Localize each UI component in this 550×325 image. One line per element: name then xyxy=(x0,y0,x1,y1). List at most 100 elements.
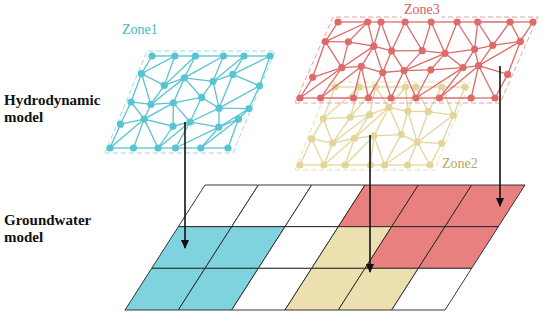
mesh-edge xyxy=(368,22,374,46)
mesh-edge xyxy=(408,142,418,165)
mesh-edge xyxy=(417,142,441,143)
mesh-node xyxy=(506,18,513,25)
mesh-node xyxy=(117,121,124,128)
mesh-edge xyxy=(348,22,367,42)
mesh-edge xyxy=(173,97,201,102)
mesh-edge xyxy=(121,102,132,124)
mesh-edge xyxy=(313,68,342,78)
mesh-node xyxy=(192,52,199,59)
mesh-node xyxy=(491,94,498,101)
mesh-edge xyxy=(244,55,270,56)
mesh-edge xyxy=(333,117,351,143)
mesh-edge xyxy=(383,73,391,98)
mesh-node xyxy=(224,144,231,151)
mesh-edge xyxy=(201,127,219,148)
mesh-edge xyxy=(201,147,228,148)
mesh-node xyxy=(296,161,303,168)
mesh-node xyxy=(245,105,252,112)
mesh-edge xyxy=(345,164,370,165)
mesh-node xyxy=(317,94,324,101)
mesh-node xyxy=(377,18,384,25)
mesh-node xyxy=(461,83,468,90)
mesh-edge xyxy=(342,46,374,68)
mesh-network xyxy=(295,17,538,103)
mesh-edge xyxy=(478,21,510,22)
mesh-node xyxy=(427,66,434,73)
mesh-edge xyxy=(133,119,144,148)
mesh-node xyxy=(387,94,394,101)
mesh-edge xyxy=(445,22,457,53)
mesh-edge xyxy=(385,135,402,165)
mesh-node xyxy=(186,118,193,125)
mesh-node xyxy=(402,83,409,90)
mesh-node xyxy=(412,94,419,101)
mesh-node xyxy=(379,69,386,76)
mesh-edge xyxy=(495,74,508,98)
mesh-edge xyxy=(233,74,260,85)
mesh-edge xyxy=(391,71,404,98)
mesh-node xyxy=(370,132,377,139)
mesh-edge xyxy=(440,66,479,98)
mesh-node xyxy=(322,38,329,45)
mesh-edge xyxy=(219,107,249,109)
mesh-edge xyxy=(353,66,361,98)
coupling-arrows xyxy=(185,66,500,272)
mesh-node xyxy=(364,18,371,25)
mesh-node xyxy=(438,83,445,90)
mesh-node xyxy=(341,161,348,168)
mesh-node xyxy=(106,144,113,151)
mesh-edge xyxy=(219,86,259,108)
grid-cell xyxy=(392,268,472,310)
mesh-edge xyxy=(110,124,121,148)
mesh-edge xyxy=(300,77,313,98)
mesh-node xyxy=(127,98,134,105)
mesh-edge xyxy=(442,115,454,143)
mesh-node xyxy=(475,62,482,69)
mesh-node xyxy=(320,115,327,122)
mesh-edge xyxy=(408,111,417,142)
mesh-node xyxy=(235,115,242,122)
grid-cell xyxy=(445,185,525,227)
mesh-edge xyxy=(445,49,475,53)
mesh-node xyxy=(347,114,354,121)
mesh-outline xyxy=(295,17,538,103)
mesh-node xyxy=(181,74,188,81)
mesh-node xyxy=(240,52,247,59)
mesh-node xyxy=(414,139,421,146)
mesh-edge xyxy=(422,22,431,51)
mesh-edge xyxy=(321,68,342,98)
mesh-node xyxy=(161,82,168,89)
model-label: Hydrodynamic model xyxy=(4,92,104,127)
mesh-edge xyxy=(392,22,406,51)
mesh-edge xyxy=(219,109,249,128)
mesh-edge xyxy=(374,46,383,72)
mesh-edge xyxy=(144,119,158,148)
mesh-node xyxy=(489,42,496,49)
mesh-edge xyxy=(381,22,392,51)
mesh-node xyxy=(385,104,392,111)
mesh-node xyxy=(441,50,448,57)
mesh-node xyxy=(147,101,154,108)
coupling-arrow xyxy=(184,122,186,248)
zone-label: Zone1 xyxy=(120,22,160,38)
mesh-node xyxy=(345,38,352,45)
mesh-node xyxy=(426,161,433,168)
mesh-edge xyxy=(370,136,373,165)
mesh-edge xyxy=(479,66,508,75)
mesh-edge xyxy=(190,108,219,122)
mesh-node xyxy=(438,140,445,147)
mesh-edge xyxy=(457,22,474,49)
mesh-edge xyxy=(374,136,385,165)
mesh-edge xyxy=(431,68,463,70)
mesh-node xyxy=(454,18,461,25)
mesh-node xyxy=(504,71,511,78)
mesh-node xyxy=(220,52,227,59)
mesh-node xyxy=(172,144,179,151)
mesh-node xyxy=(517,38,524,45)
mesh-edge xyxy=(405,21,431,22)
mesh-edge xyxy=(219,74,233,108)
mesh-node xyxy=(329,139,336,146)
mesh-edge xyxy=(184,56,223,78)
mesh-edge xyxy=(213,81,219,108)
mesh-node xyxy=(334,18,341,25)
